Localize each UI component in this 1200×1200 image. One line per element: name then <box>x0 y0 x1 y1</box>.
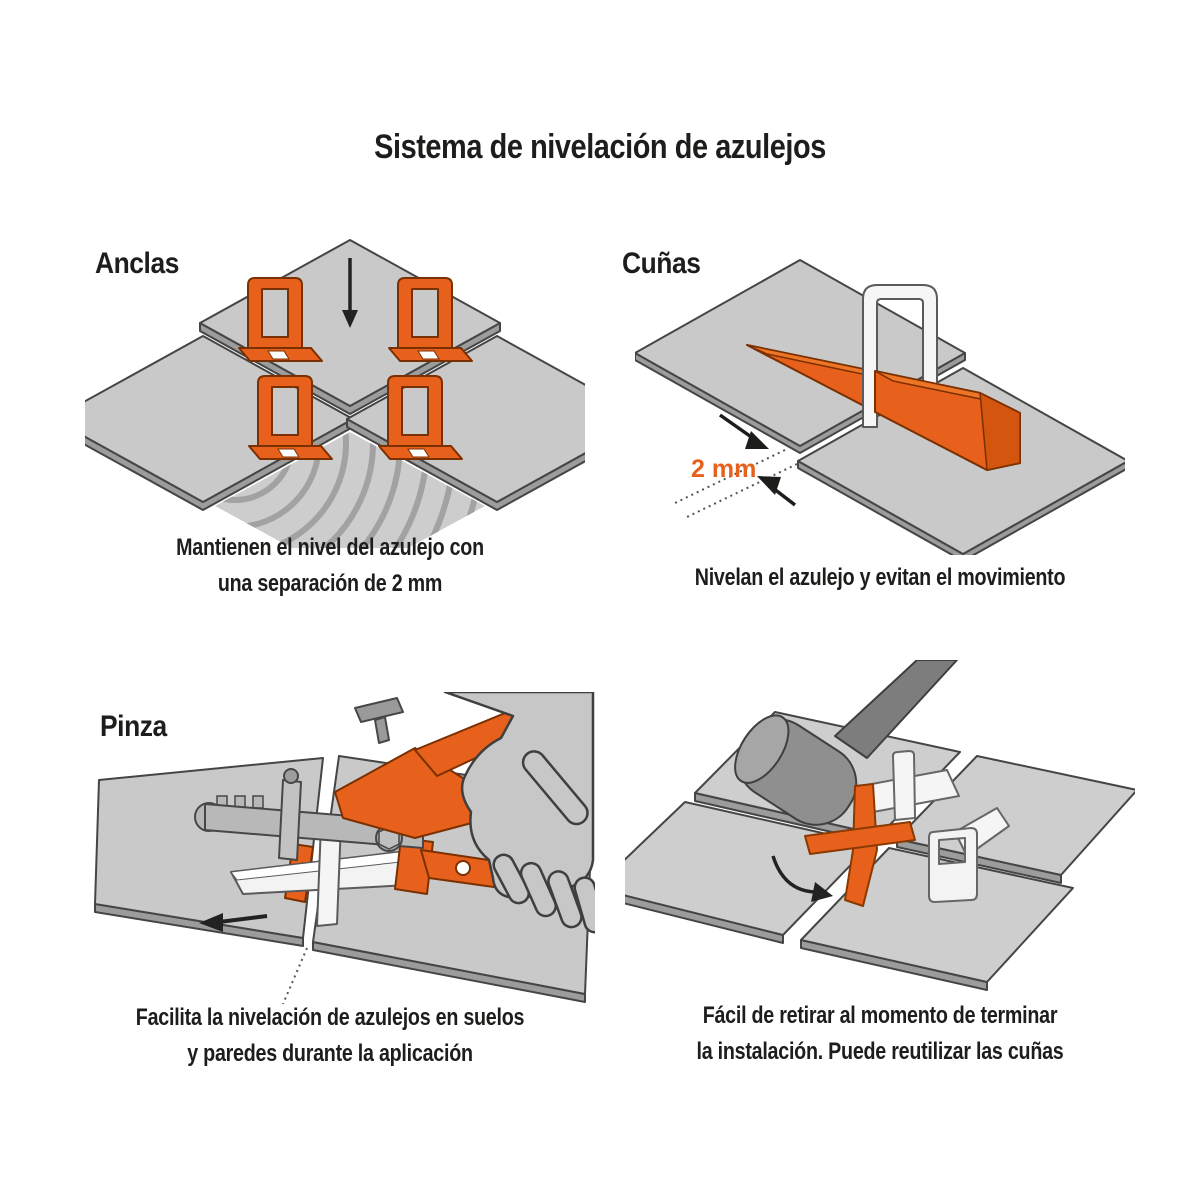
arrow-left-icon <box>199 913 267 932</box>
retirada-illustration <box>625 660 1135 1005</box>
tile <box>798 368 1125 555</box>
caption-line: Nivelan el azulejo y evitan el movimient… <box>694 564 1066 591</box>
caption-line: una separación de 2 mm <box>217 570 443 597</box>
mallet <box>723 660 957 839</box>
caption-line: Fácil de retirar al momento de terminar <box>702 1002 1058 1029</box>
clip-wedge-assembly <box>929 808 1009 902</box>
anclas-caption: Mantienen el nivel del azulejo con una s… <box>100 530 559 602</box>
rotate-arrow-icon <box>773 856 833 902</box>
broken-clip <box>805 784 915 906</box>
section-label-pinza: Pinza <box>100 710 167 743</box>
caption-line: la instalación. Puede reutilizar las cuñ… <box>696 1038 1064 1065</box>
pinza-caption: Facilita la nivelación de azulejos en su… <box>96 1000 563 1072</box>
page-title: Sistema de nivelación de azulejos <box>374 128 826 166</box>
hand <box>445 692 595 935</box>
caption-line: Facilita la nivelación de azulejos en su… <box>135 1004 525 1031</box>
retirada-caption: Fácil de retirar al momento de terminar … <box>659 998 1102 1070</box>
caption-line: y paredes durante la aplicación <box>187 1040 473 1067</box>
pinza-illustration <box>85 692 595 1007</box>
cunas-illustration <box>635 255 1125 555</box>
caption-line: Mantienen el nivel del azulejo con <box>176 534 484 561</box>
arrow-down-icon <box>342 258 358 328</box>
gap-guide-line <box>283 948 307 1004</box>
thumbscrew <box>355 698 403 743</box>
wedge <box>875 371 1020 470</box>
section-label-anclas: Anclas <box>95 247 179 280</box>
cunas-caption: Nivelan el azulejo y evitan el movimient… <box>659 560 1102 596</box>
gap-arrows-icon <box>675 415 797 517</box>
gap-width-label: 2 mm <box>691 455 757 483</box>
section-label-cunas: Cuñas <box>622 247 701 280</box>
anclas-illustration <box>85 228 585 548</box>
cunas-illustration-wrap: 2 mm <box>635 255 1125 555</box>
